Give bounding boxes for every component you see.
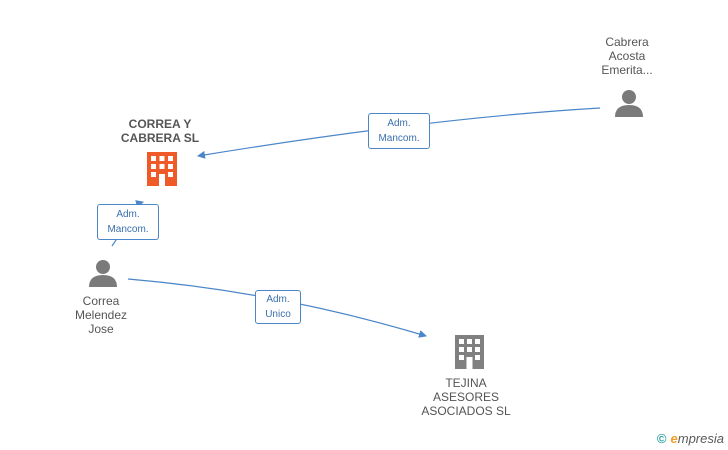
copyright-icon: ©	[656, 431, 667, 446]
edge-label-adm-mancom[interactable]: Adm. Mancom.	[97, 204, 159, 240]
edge-label-adm-mancom[interactable]: Adm. Mancom.	[368, 113, 430, 149]
brand-initial: e	[670, 431, 678, 446]
building-icon[interactable]	[455, 335, 484, 369]
person-icon[interactable]	[89, 260, 117, 287]
person-icon[interactable]	[615, 90, 643, 117]
person-label-correa-melendez[interactable]: Correa Melendez Jose	[74, 294, 128, 336]
empresia-logo: ©empresia	[657, 431, 724, 446]
building-icon[interactable]	[147, 152, 177, 186]
person-label-cabrera-acosta[interactable]: Cabrera Acosta Emerita...	[601, 35, 653, 77]
company-label-tejina[interactable]: TEJINA ASESORES ASOCIADOS SL	[421, 376, 511, 418]
edge-label-adm-unico[interactable]: Adm. Unico	[255, 290, 301, 324]
company-label-correa-cabrera[interactable]: CORREA Y CABRERA SL	[120, 117, 200, 145]
brand-name: mpresia	[677, 431, 724, 446]
